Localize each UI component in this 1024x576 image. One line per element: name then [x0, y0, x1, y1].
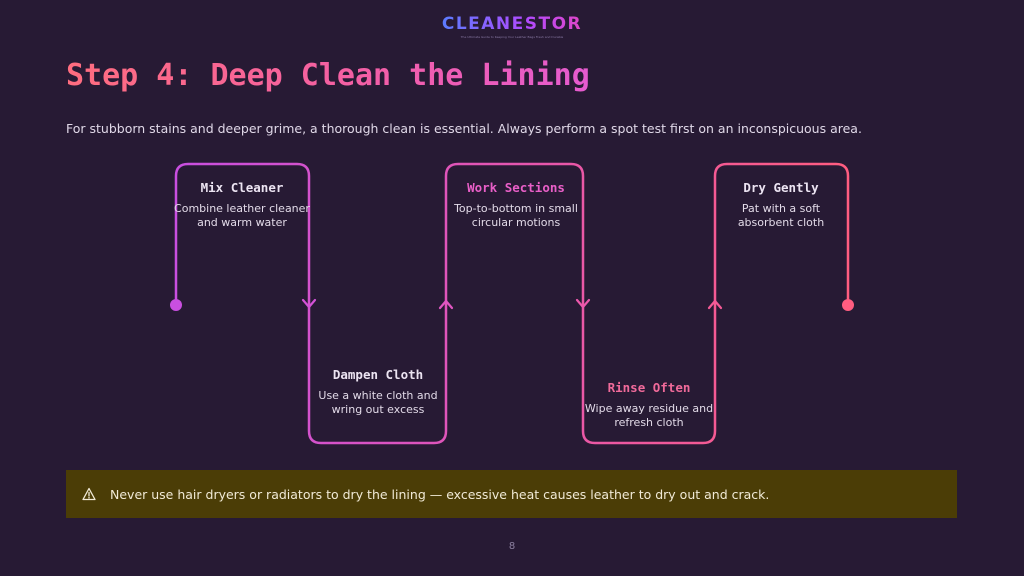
step-title: Dampen Cloth — [332, 367, 424, 382]
arrow-up-icon — [707, 299, 723, 310]
warning-text: Never use hair dryers or radiators to dr… — [110, 486, 770, 502]
step-description: Combine leather cleaner and warm water — [174, 202, 310, 229]
step-dampen-cloth: Dampen Cloth Use a white cloth and wring… — [310, 367, 446, 417]
page-title: Step 4: Deep Clean the Lining — [66, 58, 590, 93]
step-work-sections: Work Sections Top-to-bottom in small cir… — [448, 180, 584, 230]
warning-banner: Never use hair dryers or radiators to dr… — [66, 470, 957, 518]
step-description: Top-to-bottom in small circular motions — [454, 202, 578, 229]
step-title: Dry Gently — [743, 180, 819, 195]
flow-end-dot — [842, 299, 854, 311]
brand-logo: CLEANESTOR The Ultimate Guide to Keeping… — [0, 14, 1024, 39]
arrow-down-icon — [301, 298, 317, 309]
flow-start-dot — [170, 299, 182, 311]
step-dry-gently: Dry Gently Pat with a soft absorbent clo… — [713, 180, 849, 230]
page-number: 8 — [508, 541, 516, 552]
step-description: Pat with a soft absorbent cloth — [737, 202, 825, 229]
flow-path — [174, 162, 850, 445]
brand-tagline: The Ultimate Guide to Keeping Your Leath… — [460, 35, 564, 39]
brand-name: CLEANESTOR — [441, 14, 583, 34]
warning-triangle-icon — [82, 487, 96, 501]
step-title: Work Sections — [467, 180, 565, 195]
page-subtitle: For stubborn stains and deeper grime, a … — [66, 121, 862, 136]
step-rinse-often: Rinse Often Wipe away residue and refres… — [581, 380, 717, 430]
step-title: Rinse Often — [607, 380, 691, 395]
step-description: Use a white cloth and wring out excess — [318, 389, 438, 416]
step-title: Mix Cleaner — [200, 180, 284, 195]
arrow-down-icon — [575, 298, 591, 309]
step-mix-cleaner: Mix Cleaner Combine leather cleaner and … — [174, 180, 310, 230]
arrow-up-icon — [438, 299, 454, 310]
step-description: Wipe away residue and refresh cloth — [584, 402, 714, 429]
